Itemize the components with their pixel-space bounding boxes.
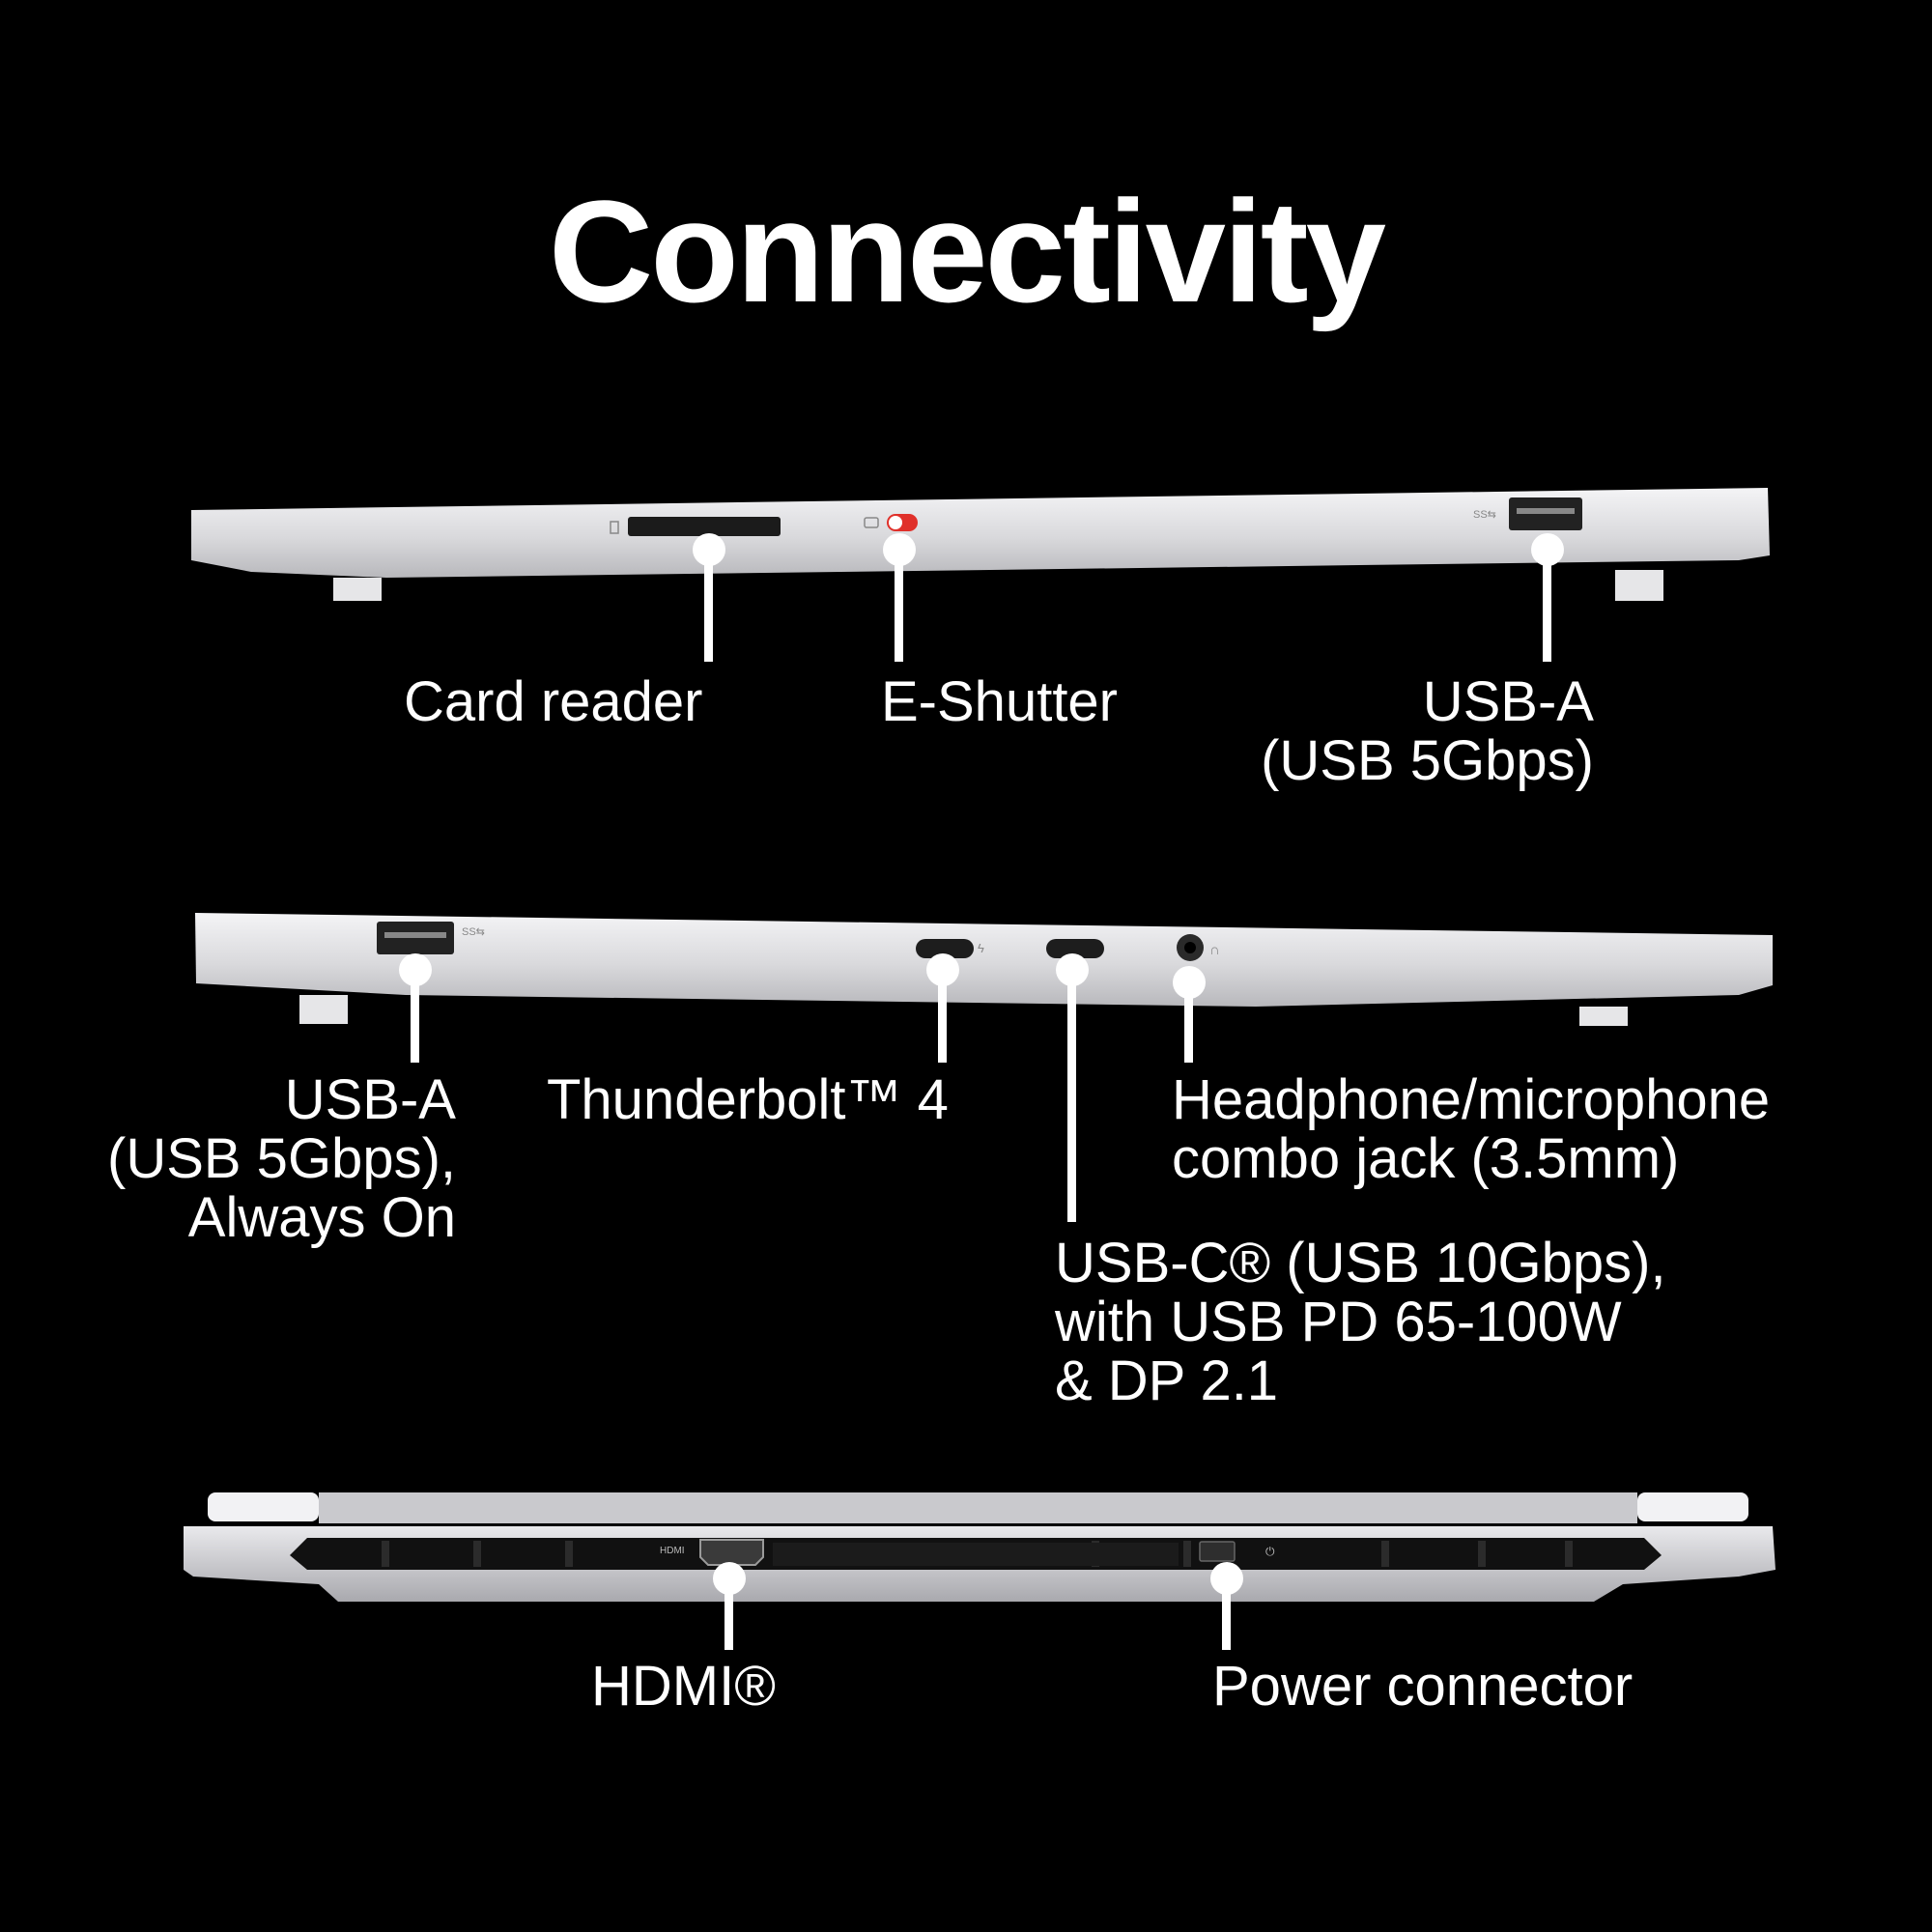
headphone-icon: ∩ <box>1209 942 1220 958</box>
callout-line <box>895 549 903 662</box>
label-usb-c: USB-C® (USB 10Gbps), with USB PD 65-100W… <box>1055 1232 1666 1412</box>
label-card-reader: Card reader <box>404 670 703 733</box>
callout-line <box>1222 1577 1231 1650</box>
chassis-side-1 <box>191 488 1770 578</box>
label-thunderbolt: Thunderbolt™ 4 <box>547 1068 949 1131</box>
callout-line <box>1067 969 1076 1222</box>
power-plug-icon: ⏻ <box>1265 1545 1275 1558</box>
power-port <box>1199 1541 1236 1562</box>
label-e-shutter: E-Shutter <box>881 670 1118 733</box>
left-side-view: SS⇆ <box>191 488 1770 601</box>
card-icon <box>610 521 619 534</box>
callout-line <box>724 1577 733 1650</box>
label-headphone-jack: Headphone/microphone combo jack (3.5mm) <box>1172 1068 1771 1190</box>
hinge-right <box>1637 1492 1748 1521</box>
callout-line <box>704 549 713 662</box>
usb-c-port <box>1046 939 1104 958</box>
label-usb-a-right: USB-A (USB 5Gbps) <box>1261 670 1594 792</box>
foot <box>333 578 382 601</box>
chassis-side-2 <box>195 913 1773 1007</box>
foot <box>1615 570 1663 601</box>
callout-line <box>1184 981 1193 1063</box>
usb-ss-logo: SS⇆ <box>462 926 485 938</box>
label-hdmi: HDMI® <box>591 1655 776 1718</box>
hinge-left <box>208 1492 319 1521</box>
usb-ss-logo: SS⇆ <box>1473 509 1496 521</box>
page-title: Connectivity <box>548 170 1386 332</box>
foot <box>299 995 348 1024</box>
label-power-connector: Power connector <box>1212 1655 1634 1718</box>
label-usb-a-left: USB-A (USB 5Gbps), Always On <box>107 1068 456 1249</box>
hdmi-port <box>699 1539 764 1566</box>
hdmi-logo: HDMI <box>660 1546 685 1556</box>
lightning-icon: ϟ <box>978 941 984 955</box>
foot <box>1579 1007 1628 1026</box>
right-side-view: SS⇆ ϟ ∩ <box>195 913 1773 1026</box>
camera-icon <box>864 517 879 528</box>
callout-line <box>411 969 419 1063</box>
e-shutter-switch-knob <box>889 516 902 529</box>
rear-view: HDMI ⏻ <box>184 1492 1776 1602</box>
sd-card-slot <box>628 517 781 536</box>
callout-line <box>938 969 947 1063</box>
callout-line <box>1543 549 1551 662</box>
lid-edge <box>319 1492 1637 1523</box>
thunderbolt-port <box>916 939 974 958</box>
